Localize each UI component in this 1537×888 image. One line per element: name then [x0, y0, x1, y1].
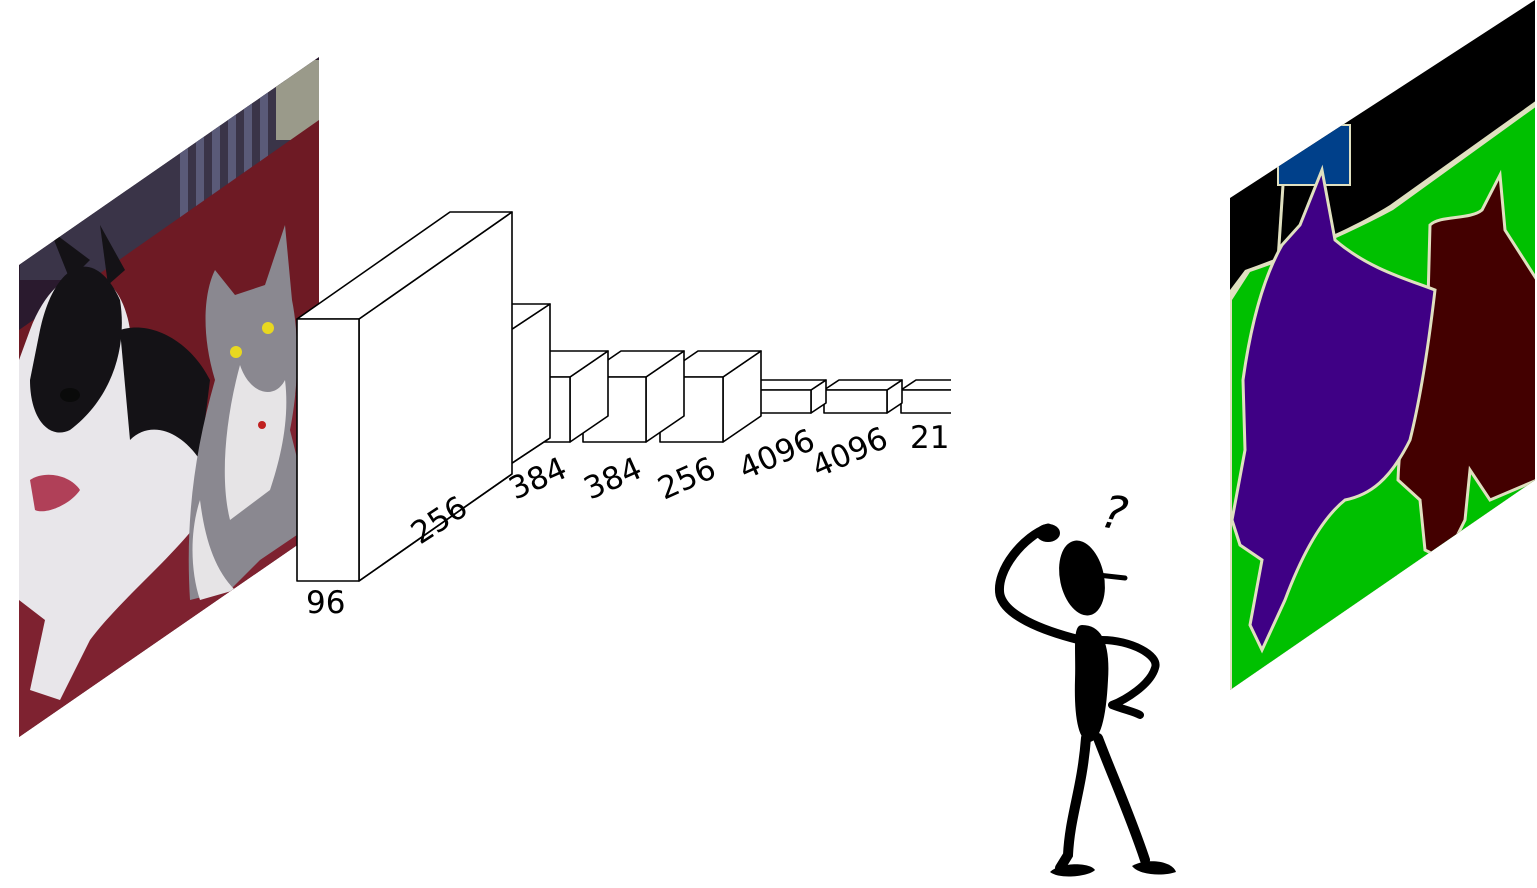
segmentation-map: [1230, 0, 1535, 690]
seg-dog: [1230, 164, 1437, 654]
figure-arm-raised: [995, 523, 1085, 645]
layer-block-7: [823, 379, 903, 414]
layer-label-8: 21: [910, 420, 949, 456]
confused-stick-figure: ?: [995, 484, 1176, 877]
figure-leg-left: [1055, 733, 1091, 873]
figure-body: [1074, 625, 1109, 742]
layer-block-8: [900, 379, 951, 414]
layer-label-5: 256: [653, 450, 722, 507]
network-layers: [296, 211, 951, 582]
layer-block-5: [659, 350, 762, 443]
layer-block-1: [296, 211, 513, 582]
layer-label-4: 384: [579, 450, 648, 507]
layer-label-7: 4096: [807, 420, 894, 485]
seg-chair: [1277, 124, 1351, 186]
layer-label-1: 96: [306, 585, 345, 621]
question-mark: ?: [1097, 484, 1132, 542]
dog: [19, 225, 210, 700]
cat: [188, 225, 319, 600]
figure-arm-hip: [1098, 636, 1160, 719]
input-image: [19, 57, 319, 737]
figure-head: [1059, 540, 1105, 616]
figure-leg-right: [1093, 733, 1150, 865]
layer-block-6: [745, 379, 827, 414]
